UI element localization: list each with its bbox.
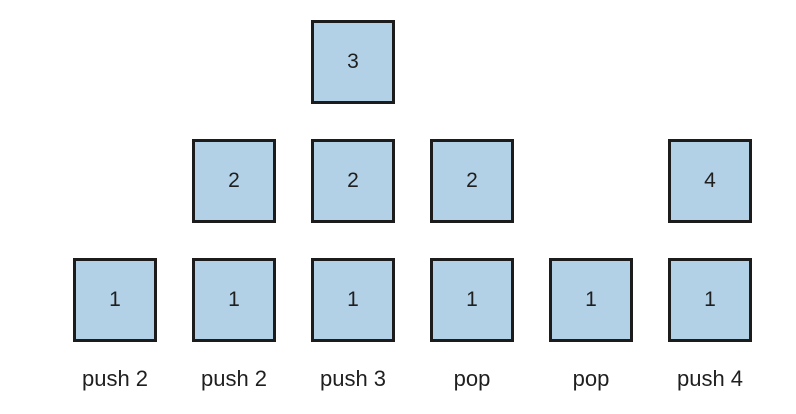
step-label: pop <box>572 366 610 391</box>
step-label: push 2 <box>81 366 149 391</box>
step-label: push 4 <box>676 366 744 391</box>
stack-block: 2 <box>311 139 395 223</box>
stack-block: 1 <box>311 258 395 342</box>
step-label: pop <box>453 366 491 391</box>
step-label: push 2 <box>200 366 268 391</box>
stack-block: 3 <box>311 20 395 104</box>
stack-block: 1 <box>73 258 157 342</box>
stack-block: 1 <box>430 258 514 342</box>
stack-block: 4 <box>668 139 752 223</box>
stack-block: 2 <box>430 139 514 223</box>
step-label: push 3 <box>319 366 387 391</box>
stack-block: 2 <box>192 139 276 223</box>
stack-block: 1 <box>192 258 276 342</box>
stack-block: 1 <box>668 258 752 342</box>
stack-block: 1 <box>549 258 633 342</box>
